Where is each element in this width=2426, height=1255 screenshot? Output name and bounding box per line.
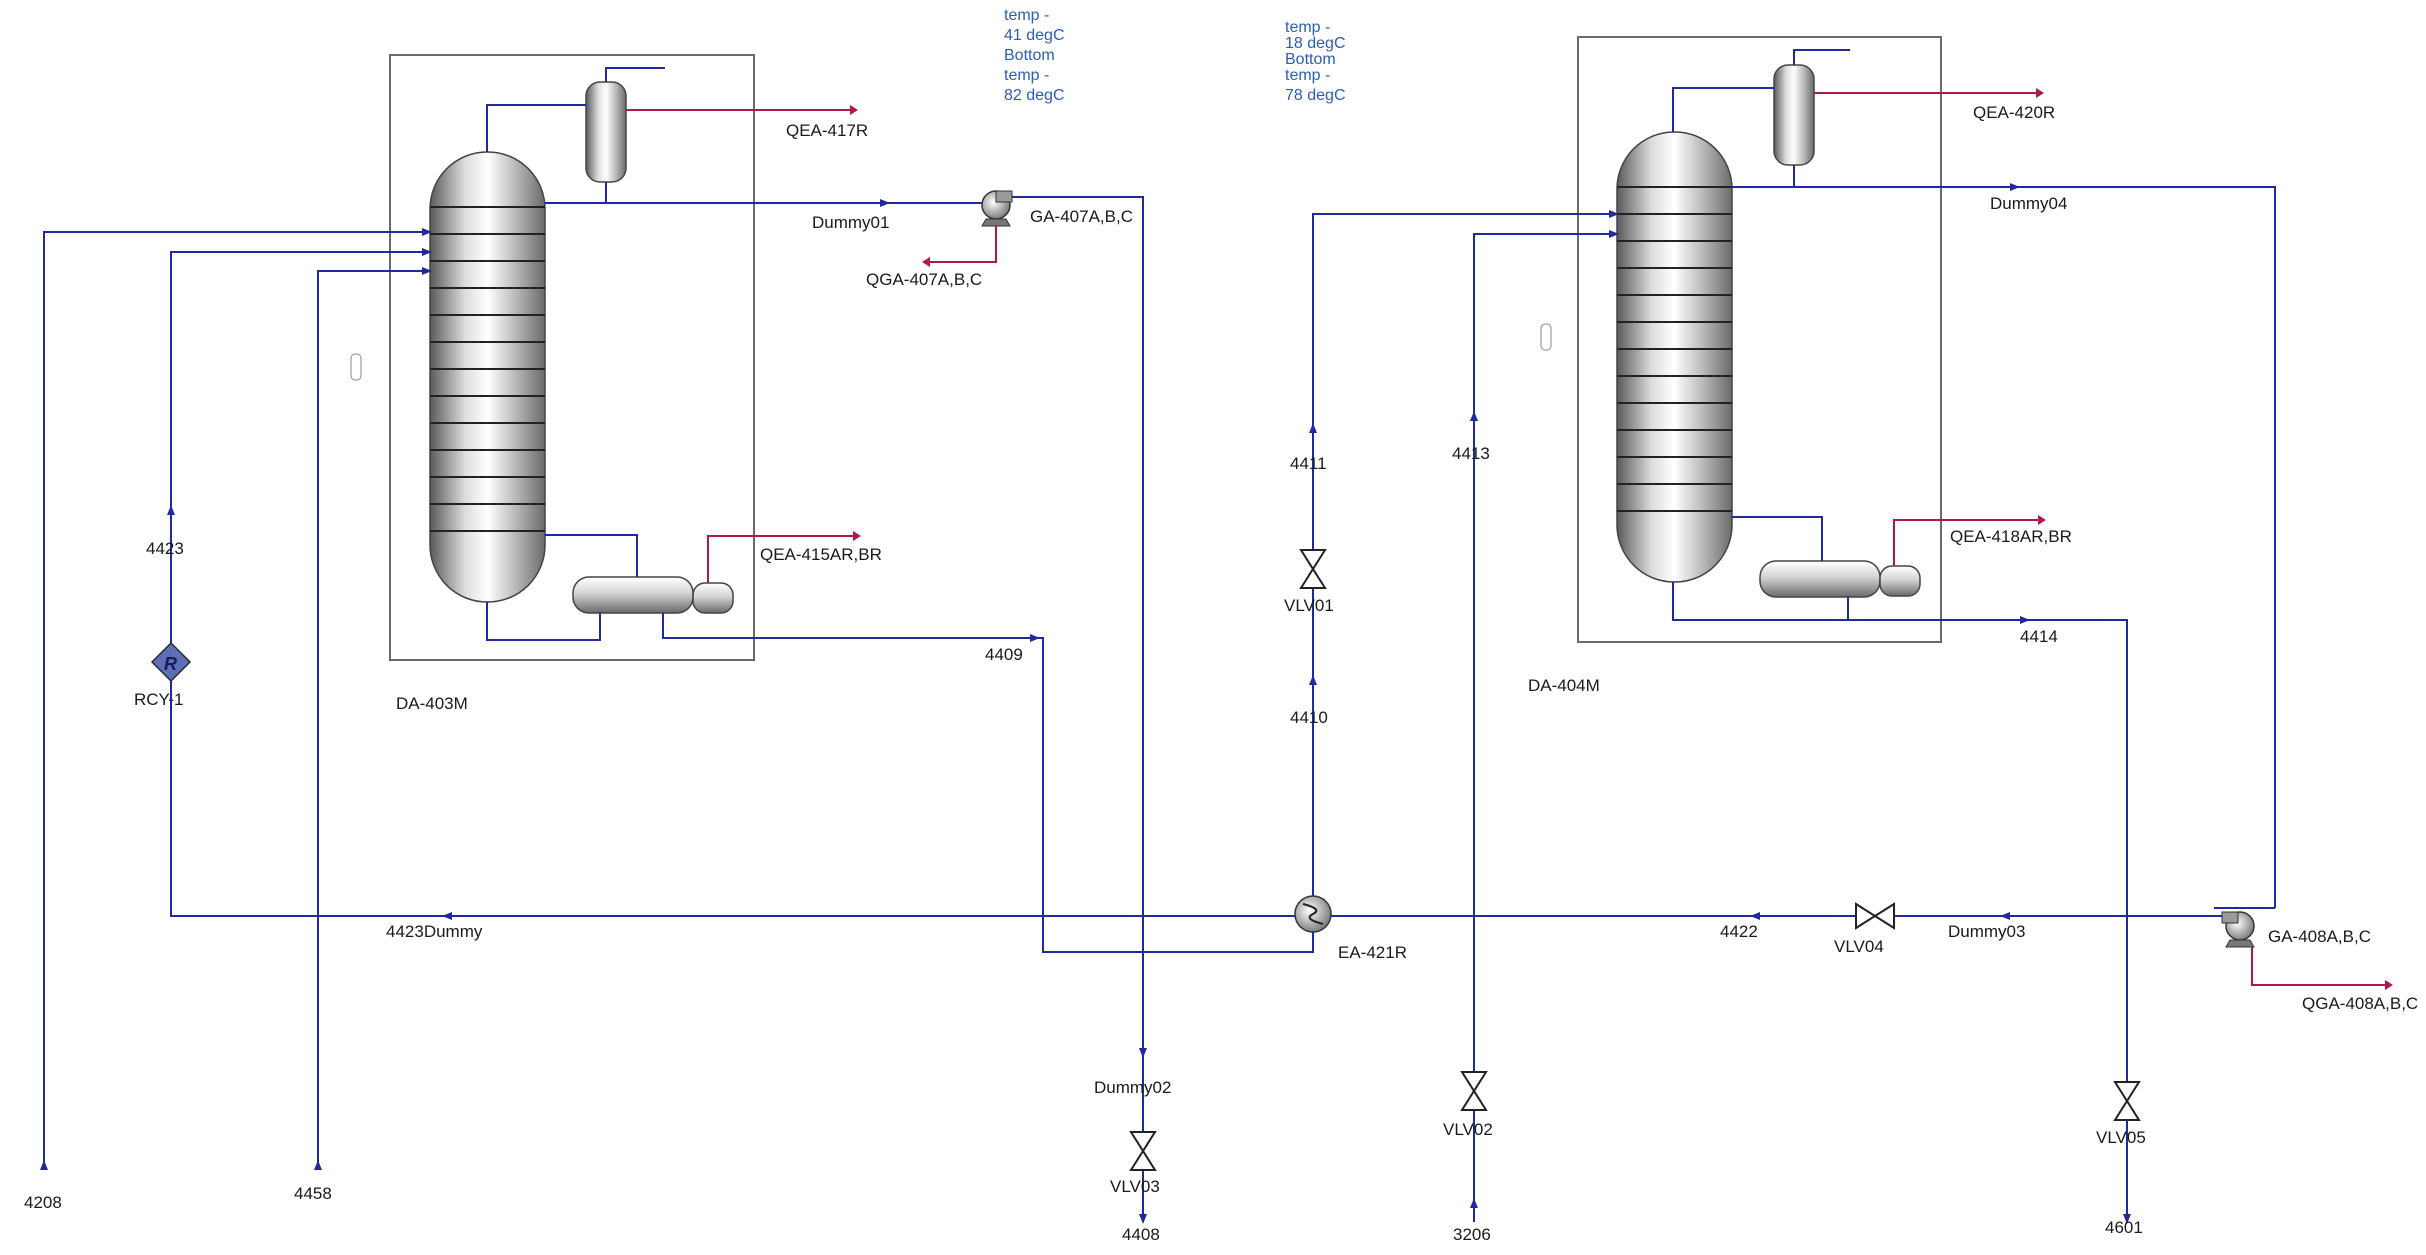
unit-label-vlv05: VLV05: [2096, 1128, 2146, 1147]
heat-label-qea417r: QEA-417R: [786, 121, 868, 140]
temperature-note-left: temp - 41 degC Bottom temp - 82 degC: [1004, 7, 1065, 104]
stream-label-4601: 4601: [2105, 1218, 2143, 1237]
stream-label-4423dummy: 4423Dummy: [386, 922, 483, 941]
unit-label-rcy1: RCY-1: [134, 690, 183, 709]
valve-vlv05[interactable]: [2113, 1081, 2141, 1121]
unit-label-ga408: GA-408A,B,C: [2268, 927, 2371, 946]
stream-label-dummy01: Dummy01: [812, 213, 889, 232]
note-right-line-1: temp -: [1285, 19, 1330, 36]
stream-3206-4413-line[interactable]: [1473, 233, 1617, 1222]
recycle-block-rcy1[interactable]: R: [150, 641, 192, 683]
stream-4423dummy-line[interactable]: [170, 681, 1298, 917]
unit-label-ga407: GA-407A,B,C: [1030, 207, 1133, 226]
valve-vlv03[interactable]: [1129, 1131, 1157, 1171]
note-left-line-2: 41 degC: [1004, 27, 1065, 44]
heat-label-qea420r: QEA-420R: [1973, 103, 2055, 122]
stream-label-dummy02: Dummy02: [1094, 1078, 1171, 1097]
stream-label-4408: 4408: [1122, 1225, 1160, 1244]
note-left-line-1: temp -: [1004, 7, 1049, 24]
stream-label-4411: 4411: [1290, 454, 1327, 473]
svg-text:R: R: [164, 654, 177, 674]
heat-exchanger-ea421r[interactable]: [1294, 895, 1332, 933]
stream-4409-line[interactable]: [662, 613, 1314, 953]
unit-label-vlv03: VLV03: [1110, 1177, 1160, 1196]
stream-label-4409: 4409: [985, 645, 1023, 664]
heat-label-qea415: QEA-415AR,BR: [760, 545, 882, 564]
unit-label-vlv01: VLV01: [1284, 596, 1334, 615]
hierarchy-box-da403m[interactable]: [389, 54, 755, 661]
unit-label-da404m: DA-404M: [1528, 676, 1600, 695]
unit-label-da403m: DA-403M: [396, 694, 468, 713]
reboiler-da404m[interactable]: [1759, 560, 1921, 598]
unit-label-ea421r: EA-421R: [1338, 943, 1407, 962]
reflux-drum-da404m[interactable]: [1773, 64, 1815, 166]
stream-label-4414: 4414: [2020, 627, 2058, 646]
pump-ga408[interactable]: [2221, 911, 2255, 948]
note-right-line-4: temp -: [1285, 67, 1330, 84]
stream-label-dummy04: Dummy04: [1990, 194, 2067, 213]
pump-ga407[interactable]: [981, 190, 1013, 227]
stream-dummy02-line[interactable]: [1012, 196, 1144, 1222]
heat-label-qga408: QGA-408A,B,C: [2302, 994, 2418, 1013]
reboiler-da403m[interactable]: [572, 576, 734, 614]
stream-4414-4601-line[interactable]: [1848, 619, 2128, 1222]
stream-label-4208: 4208: [24, 1193, 62, 1212]
reflux-drum-da403m[interactable]: [585, 81, 627, 183]
unit-label-vlv04: VLV04: [1834, 937, 1884, 956]
stream-4458-line[interactable]: [317, 270, 430, 1165]
stream-label-4423: 4423: [146, 539, 184, 558]
stream-label-3206: 3206: [1453, 1225, 1491, 1244]
note-left-line-3: Bottom: [1004, 47, 1055, 64]
hierarchy-box-da404m[interactable]: [1577, 36, 1942, 643]
stream-label-dummy03: Dummy03: [1948, 922, 2025, 941]
column-da403m[interactable]: [429, 151, 546, 603]
stream-label-4413: 4413: [1452, 444, 1490, 463]
temperature-note-right: temp - 18 degC Bottom temp - 78 degC: [1285, 19, 1346, 104]
note-left-line-4: temp -: [1004, 67, 1049, 84]
note-right-line-3: Bottom: [1285, 51, 1336, 68]
heat-label-qea418: QEA-418AR,BR: [1950, 527, 2072, 546]
stream-4410-4411-line[interactable]: [1312, 213, 1617, 896]
column-da404m[interactable]: [1616, 131, 1733, 583]
note-left-line-5: 82 degC: [1004, 87, 1065, 104]
stream-label-4458: 4458: [294, 1184, 332, 1203]
valve-vlv04[interactable]: [1855, 902, 1895, 930]
stream-label-4410: 4410: [1290, 708, 1328, 727]
valve-vlv01[interactable]: [1299, 549, 1327, 589]
stream-4208-line[interactable]: [43, 231, 430, 1165]
valve-vlv02[interactable]: [1460, 1071, 1488, 1111]
unit-label-vlv02: VLV02: [1443, 1120, 1493, 1139]
stream-4423-line[interactable]: [170, 251, 430, 645]
hierarchy-icon-right[interactable]: [1540, 323, 1552, 351]
note-right-line-2: 18 degC: [1285, 35, 1346, 52]
note-right-line-5: 78 degC: [1285, 87, 1346, 104]
stream-label-4422: 4422: [1720, 922, 1758, 941]
hierarchy-icon-left[interactable]: [350, 353, 362, 381]
heat-label-qga407: QGA-407A,B,C: [866, 270, 982, 289]
